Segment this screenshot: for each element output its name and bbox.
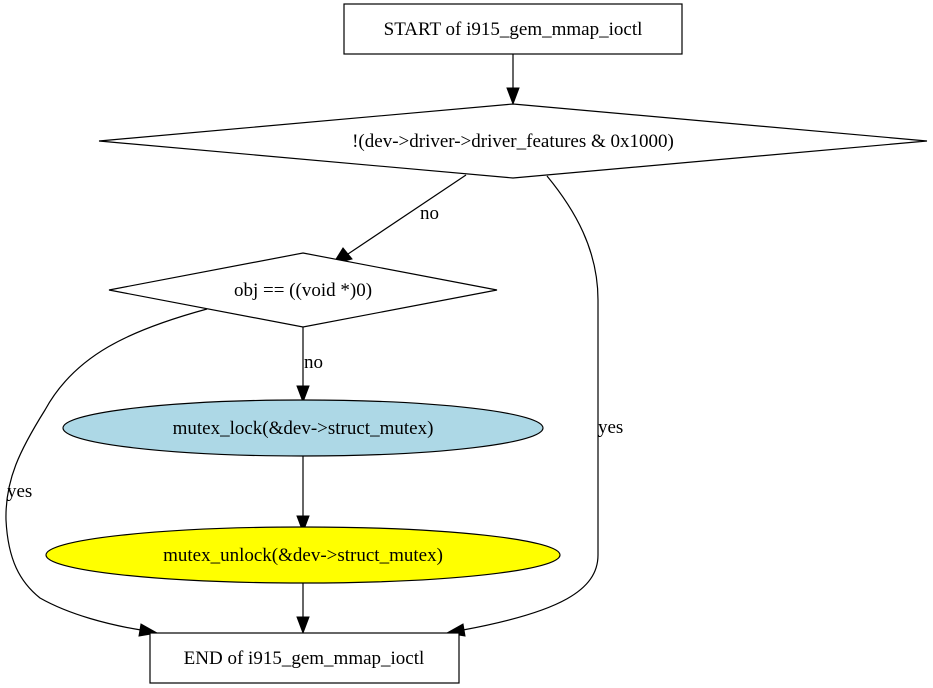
edge-label-cond2-yes: yes [7,481,32,502]
arrowhead [296,385,310,404]
mutex-unlock-label: mutex_unlock(&dev->struct_mutex) [163,545,443,566]
edge-cond1-to-cond2 [347,174,467,255]
condition-obj-null: obj == ((void *)0) [108,252,498,328]
edge-cond2-to-end [5,308,208,631]
mutex-lock-label: mutex_lock(&dev->struct_mutex) [173,418,434,439]
condition-driver-features-label: !(dev->driver->driver_features & 0x1000) [352,131,674,152]
mutex-lock-node: mutex_lock(&dev->struct_mutex) [62,399,544,457]
arrowhead [296,616,310,635]
edge-label-cond1-yes: yes [598,417,623,438]
edge-cond1-to-end [462,175,599,631]
start-node: START of i915_gem_mmap_ioctl [343,3,683,55]
edge-label-cond1-no: no [420,203,439,224]
arrowhead [506,87,520,106]
condition-obj-null-label: obj == ((void *)0) [234,280,372,301]
condition-driver-features: !(dev->driver->driver_features & 0x1000) [98,103,928,179]
start-node-label: START of i915_gem_mmap_ioctl [384,19,643,40]
end-node-label: END of i915_gem_mmap_ioctl [184,648,425,669]
edge-label-cond2-no: no [304,352,323,373]
end-node: END of i915_gem_mmap_ioctl [149,632,460,684]
arrowhead [296,515,310,534]
mutex-unlock-node: mutex_unlock(&dev->struct_mutex) [45,526,561,584]
